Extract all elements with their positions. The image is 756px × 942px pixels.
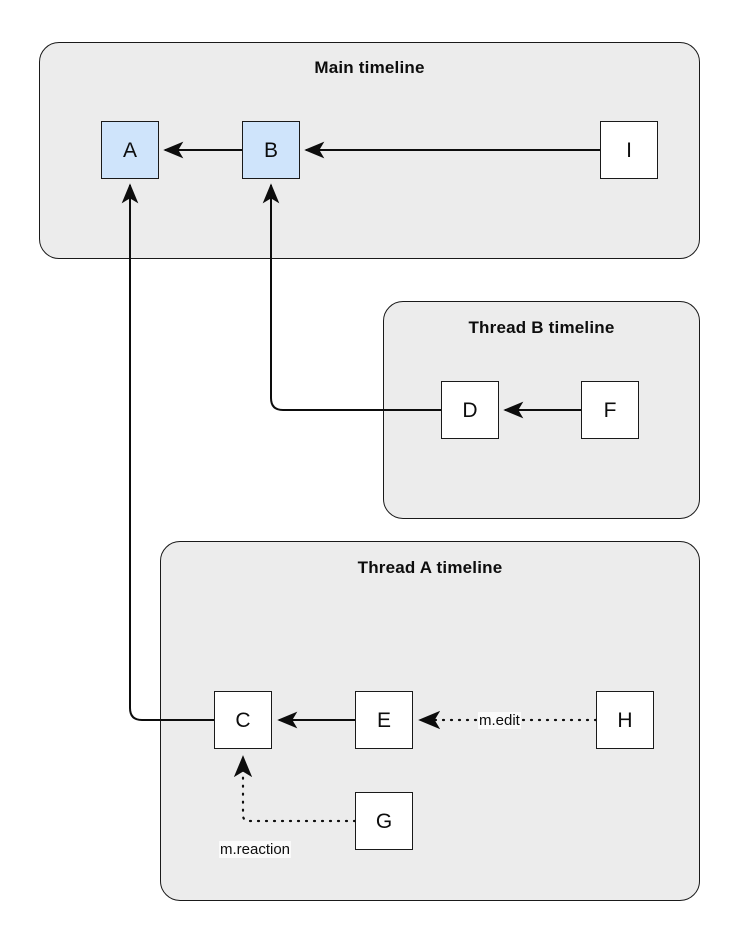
node-b[interactable]: B	[242, 121, 300, 179]
node-h-label: H	[617, 708, 633, 732]
group-thread-b-timeline-title: Thread B timeline	[468, 318, 615, 337]
node-i-label: I	[626, 138, 632, 162]
node-f[interactable]: F	[581, 381, 639, 439]
node-i[interactable]: I	[600, 121, 658, 179]
node-d-label: D	[462, 398, 478, 422]
group-main-timeline-title: Main timeline	[314, 58, 425, 77]
edge-label-m-edit: m.edit	[478, 712, 521, 730]
node-a[interactable]: A	[101, 121, 159, 179]
node-c[interactable]: C	[214, 691, 272, 749]
node-c-label: C	[235, 708, 251, 732]
edge-label-m-reaction: m.reaction	[219, 841, 292, 859]
node-g[interactable]: G	[355, 792, 413, 850]
node-f-label: F	[603, 398, 617, 422]
node-a-label: A	[122, 138, 137, 162]
node-e-label: E	[376, 708, 391, 732]
node-e[interactable]: E	[355, 691, 413, 749]
node-d[interactable]: D	[441, 381, 499, 439]
node-g-label: G	[375, 809, 393, 833]
group-thread-a-timeline-title: Thread A timeline	[357, 558, 503, 577]
node-b-label: B	[263, 138, 278, 162]
node-h[interactable]: H	[596, 691, 654, 749]
